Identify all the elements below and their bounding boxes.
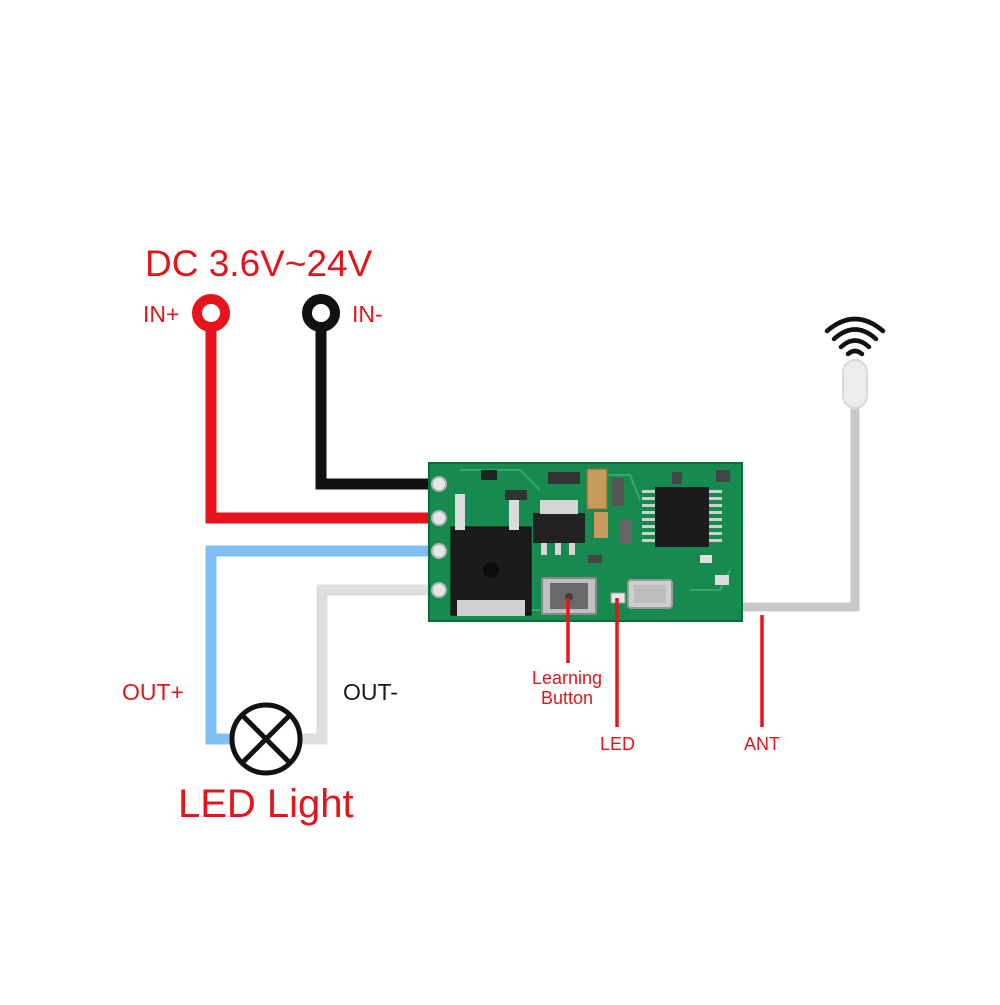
load-label: LED Light	[178, 782, 354, 826]
voltage-title: DC 3.6V~24V	[145, 243, 373, 284]
out-minus-label: OUT-	[343, 679, 398, 705]
antenna-tip	[842, 359, 868, 409]
ic-chip	[642, 487, 722, 547]
in-minus-label: IN-	[352, 301, 383, 327]
wire-in-plus	[192, 294, 440, 524]
in-minus-terminal	[302, 294, 340, 332]
out-plus-label: OUT+	[122, 679, 184, 705]
wire-in-minus	[302, 294, 440, 490]
ant-label: ANT	[744, 734, 780, 754]
wire-out-minus	[298, 584, 440, 745]
in-plus-label: IN+	[143, 301, 180, 327]
in-plus-terminal	[192, 294, 230, 332]
lamp-icon	[229, 702, 303, 776]
learning-button-label: Learning Button	[531, 668, 603, 708]
led-label: LED	[600, 734, 636, 754]
crystal	[627, 579, 673, 609]
mosfet	[450, 494, 532, 616]
pcb-terminals	[431, 476, 447, 598]
regulator	[533, 500, 585, 555]
learning-button	[541, 577, 597, 615]
wifi-signal-icon	[824, 316, 886, 357]
pcb-module	[428, 462, 743, 622]
antenna	[730, 359, 868, 612]
wire-out-plus	[205, 545, 440, 745]
